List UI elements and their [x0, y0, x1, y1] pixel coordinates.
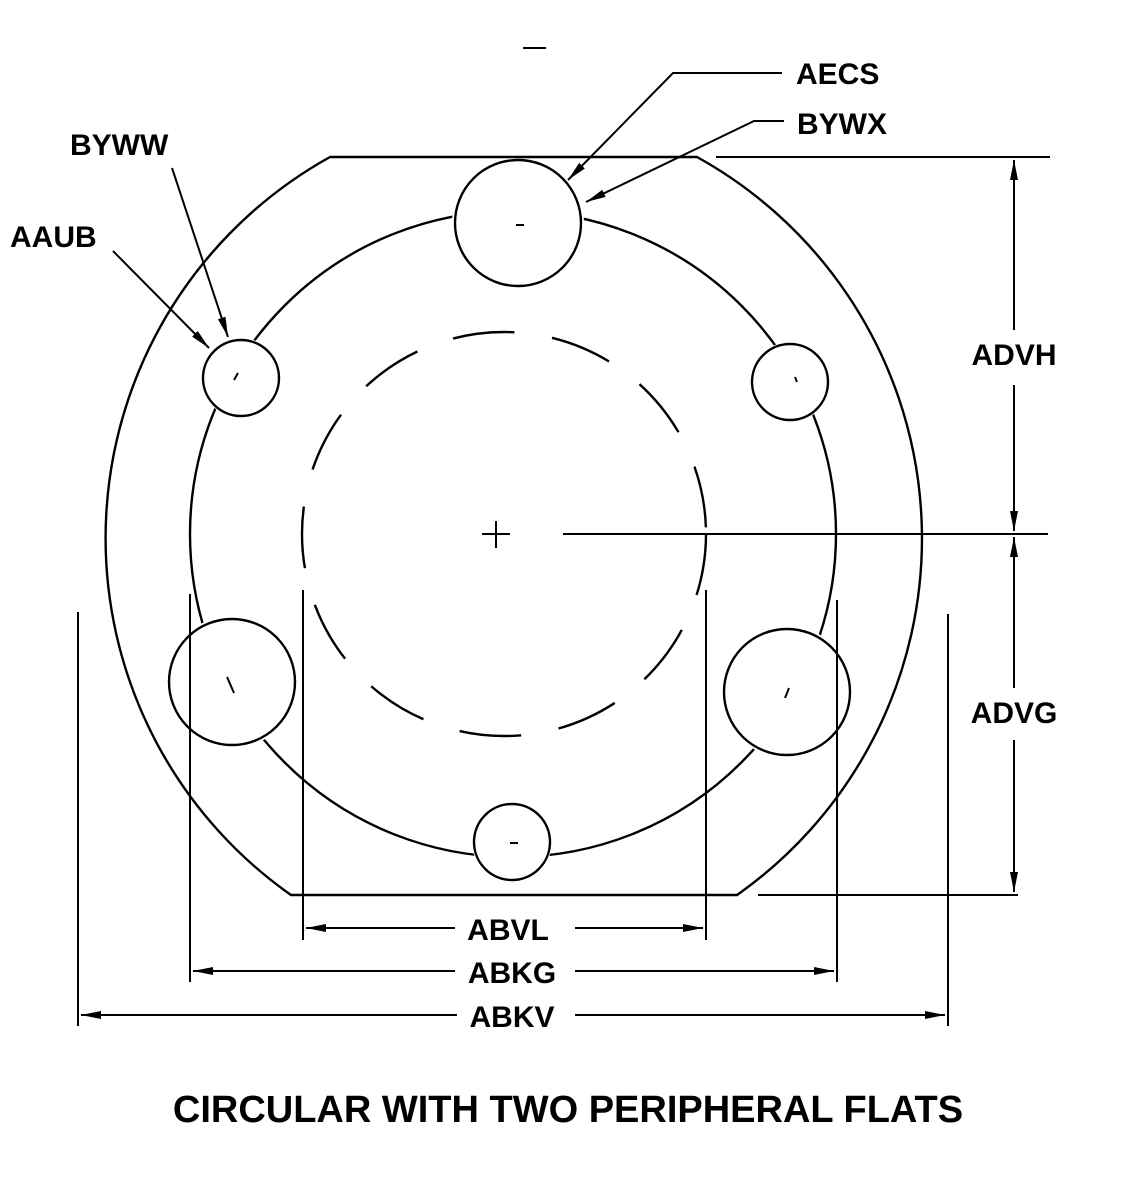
center-mark-lower-right	[784, 687, 790, 699]
byww-leader	[171, 167, 229, 338]
bywx-label: BYWX	[797, 108, 887, 141]
hole-upper-right	[750, 342, 830, 422]
abvl-label: ABVL	[467, 914, 549, 947]
aecs-label: AECS	[796, 58, 879, 91]
center-mark-upper-right	[794, 376, 798, 383]
outer-profile-with-flats	[104, 155, 924, 897]
advh-label: ADVH	[971, 339, 1056, 372]
center-mark-lower-left	[226, 676, 235, 694]
abkv-label: ABKV	[469, 1001, 554, 1034]
aaub-label: AAUB	[10, 221, 97, 254]
drawing-title: CIRCULAR WITH TWO PERIPHERAL FLATS	[173, 1089, 963, 1131]
advg-label: ADVG	[971, 697, 1058, 730]
center-mark-upper-left	[233, 372, 239, 381]
hole-top	[453, 158, 583, 288]
hole-lower-left	[167, 617, 297, 747]
hole-lower-right	[722, 627, 852, 757]
abkg-label: ABKG	[468, 957, 556, 990]
hole-upper-left	[201, 338, 281, 418]
byww-label: BYWW	[70, 129, 169, 162]
aaub-leader	[112, 250, 210, 349]
hole-bottom	[472, 802, 552, 882]
aecs-leader	[567, 72, 782, 181]
bywx-leader	[585, 120, 784, 203]
